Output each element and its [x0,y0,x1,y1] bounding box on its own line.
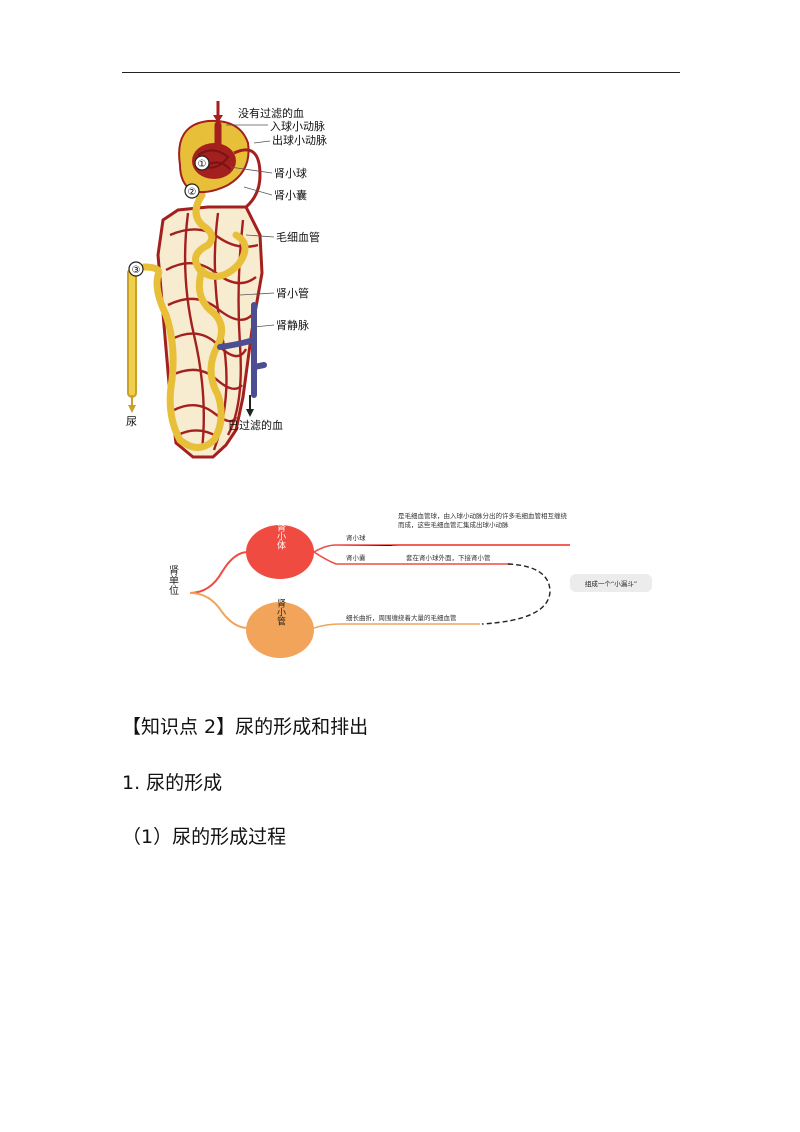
desc-capsule: 套在肾小球外面，下接肾小管 [406,553,491,562]
desc-tubule: 细长曲折，周围缠绕着大量的毛细血管 [346,613,457,622]
node-tubule [246,602,314,658]
label-unfiltered-blood: 没有过滤的血 [238,106,304,120]
branch-glomerulus: 肾小球 [346,533,366,542]
label-urine: 尿 [126,415,137,428]
label-glomerulus: 肾小球 [274,166,307,180]
node-renal-corpuscle-label: 肾小体 [275,522,286,550]
callout-text: 组成一个“小漏斗” [585,579,637,588]
desc-glomerulus: 是毛细血管球，由入球小动脉分出的许多毛细血管相互缠绕而成，这些毛细血管汇集成出球… [398,512,567,529]
mindmap-root: 肾单位 [167,565,179,595]
subheading-2: （1）尿的形成过程 [122,826,287,848]
marker-1: ① [198,159,207,170]
node-tubule-label: 肾小管 [275,598,286,625]
marker-2: ② [188,187,197,198]
label-efferent-arteriole: 出球小动脉 [272,133,327,147]
marker-3: ③ [132,265,141,276]
callout-box [570,574,652,592]
label-renal-vein: 肾静脉 [276,318,309,332]
nephron-mindmap: 肾单位 肾小体 肾小管 肾小球 肾小囊 是毛细血管球，由入球小动脉分出的许多毛细… [150,500,670,674]
node-renal-corpuscle [246,525,314,579]
label-capillary: 毛细血管 [276,230,320,244]
nephron-diagram: ① ② ③ 没有过滤的血 入球小动脉 出球小动脉 肾小球 肾小囊 毛细血管 肾小… [118,95,358,469]
label-afferent-arteriole: 入球小动脉 [270,119,325,133]
subheading-1: 1. 尿的形成 [122,772,223,794]
label-filtered-blood: 已过滤的血 [228,418,283,432]
branch-capsule: 肾小囊 [346,553,366,562]
label-tubule: 肾小管 [276,286,309,300]
label-capsule: 肾小囊 [274,188,307,202]
header-rule [122,72,680,73]
section-heading: 【知识点 2】尿的形成和排出 [122,716,369,738]
